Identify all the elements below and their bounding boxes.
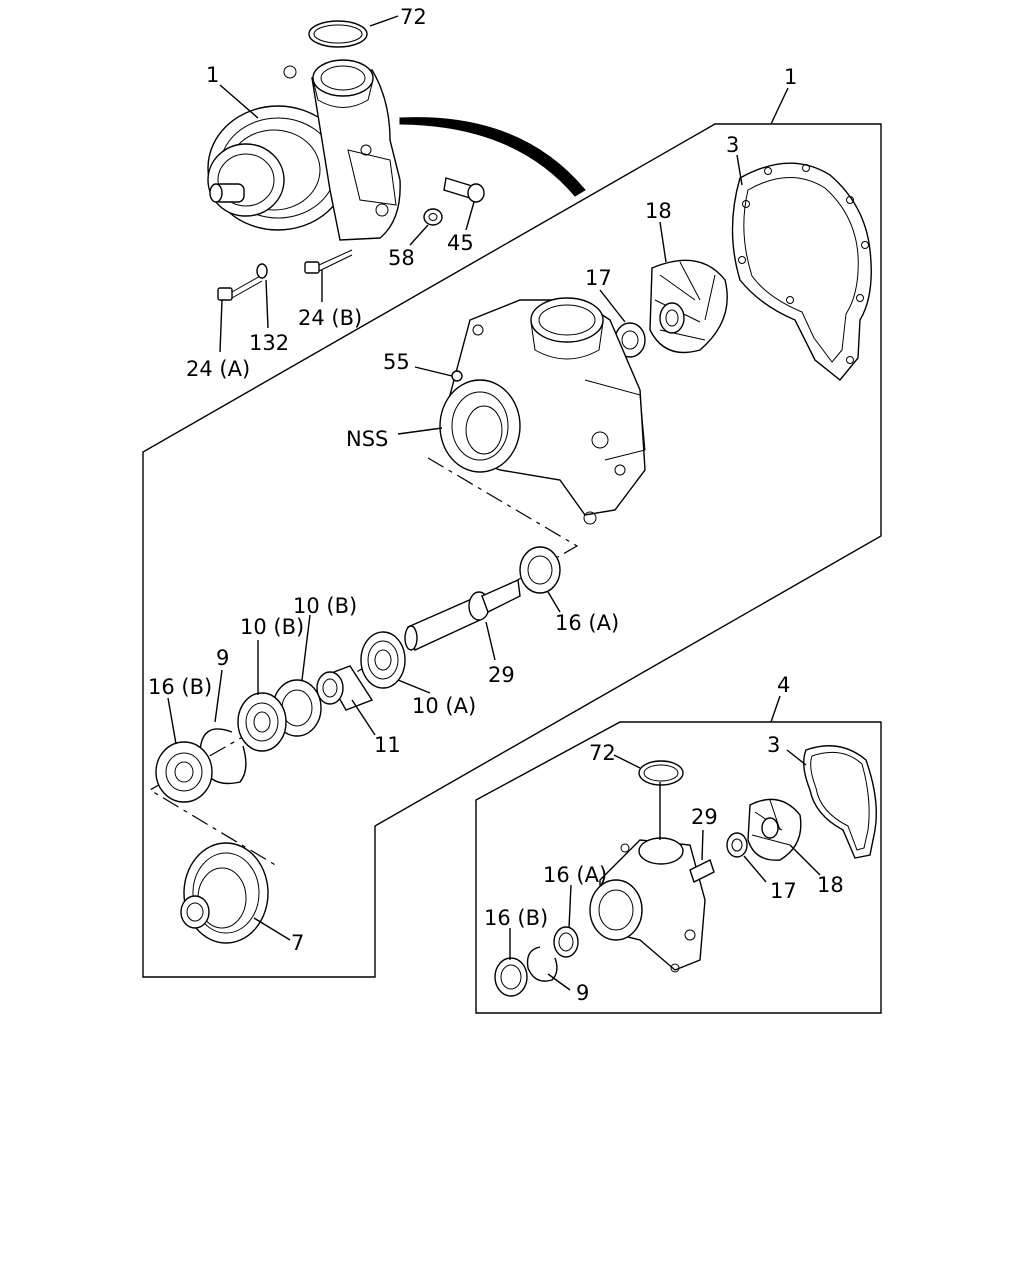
seal-16b bbox=[155, 741, 213, 803]
washer-132 bbox=[256, 263, 268, 279]
label-58: 58 bbox=[388, 246, 415, 270]
label-24b: 24 (B) bbox=[298, 306, 362, 330]
label-1-top: 1 bbox=[206, 63, 219, 87]
label-29-kit: 29 bbox=[691, 805, 718, 829]
label-72-kit: 72 bbox=[589, 741, 616, 765]
spacer-11 bbox=[316, 665, 374, 711]
label-7: 7 bbox=[291, 931, 304, 955]
impeller-18-kit bbox=[747, 798, 802, 861]
bolt-24a bbox=[217, 274, 263, 301]
label-55: 55 bbox=[383, 350, 410, 374]
label-10a: 10 (A) bbox=[412, 694, 476, 718]
seal-16a-kit bbox=[553, 926, 579, 958]
label-24a: 24 (A) bbox=[186, 357, 250, 381]
label-4: 4 bbox=[777, 673, 790, 697]
label-10b-upper: 10 (B) bbox=[293, 594, 357, 618]
impeller-18 bbox=[649, 259, 728, 354]
label-29: 29 bbox=[488, 663, 515, 687]
bearing-10b-pair bbox=[237, 679, 322, 752]
pump-body-nss bbox=[439, 297, 646, 525]
label-18-kit: 18 bbox=[817, 873, 844, 897]
pump-body-kit bbox=[589, 837, 706, 973]
seal-17-kit bbox=[726, 832, 748, 858]
assembly-arrow bbox=[399, 117, 586, 197]
stud-45 bbox=[443, 177, 485, 203]
label-18: 18 bbox=[645, 199, 672, 223]
label-16b: 16 (B) bbox=[148, 675, 212, 699]
label-17: 17 bbox=[585, 266, 612, 290]
seal-16a bbox=[519, 546, 561, 594]
label-nss: NSS bbox=[346, 427, 388, 451]
gasket-3-kit bbox=[803, 745, 877, 859]
seal-16b-kit bbox=[494, 957, 528, 997]
snap-ring-9-kit bbox=[526, 946, 558, 982]
snap-ring-9 bbox=[199, 728, 247, 785]
bearing-10a bbox=[360, 631, 406, 689]
label-16b-kit: 16 (B) bbox=[484, 906, 548, 930]
shaft-29-kit bbox=[689, 859, 715, 883]
label-132: 132 bbox=[249, 331, 289, 355]
leader-lines bbox=[167, 15, 821, 991]
main-kit-frame bbox=[142, 123, 882, 978]
label-72-top: 72 bbox=[400, 5, 427, 29]
label-9-kit: 9 bbox=[576, 981, 589, 1005]
o-ring-72-top bbox=[308, 20, 368, 48]
shaft-29 bbox=[404, 578, 521, 651]
label-9: 9 bbox=[216, 646, 229, 670]
label-10b-lower: 10 (B) bbox=[240, 615, 304, 639]
sub-kit-frame bbox=[475, 721, 882, 1014]
pulley-7 bbox=[180, 842, 269, 944]
label-11: 11 bbox=[374, 733, 401, 757]
label-3-kit: 3 bbox=[767, 733, 780, 757]
label-17-kit: 17 bbox=[770, 879, 797, 903]
gasket-3 bbox=[731, 162, 872, 381]
label-45: 45 bbox=[447, 231, 474, 255]
assembled-water-pump bbox=[207, 59, 401, 241]
label-16a: 16 (A) bbox=[555, 611, 619, 635]
label-3: 3 bbox=[726, 133, 739, 157]
nut-58 bbox=[423, 208, 443, 226]
bolt-24b bbox=[304, 249, 353, 274]
label-16a-kit: 16 (A) bbox=[543, 863, 607, 887]
plug-55 bbox=[451, 370, 463, 382]
label-1-frame: 1 bbox=[784, 65, 797, 89]
